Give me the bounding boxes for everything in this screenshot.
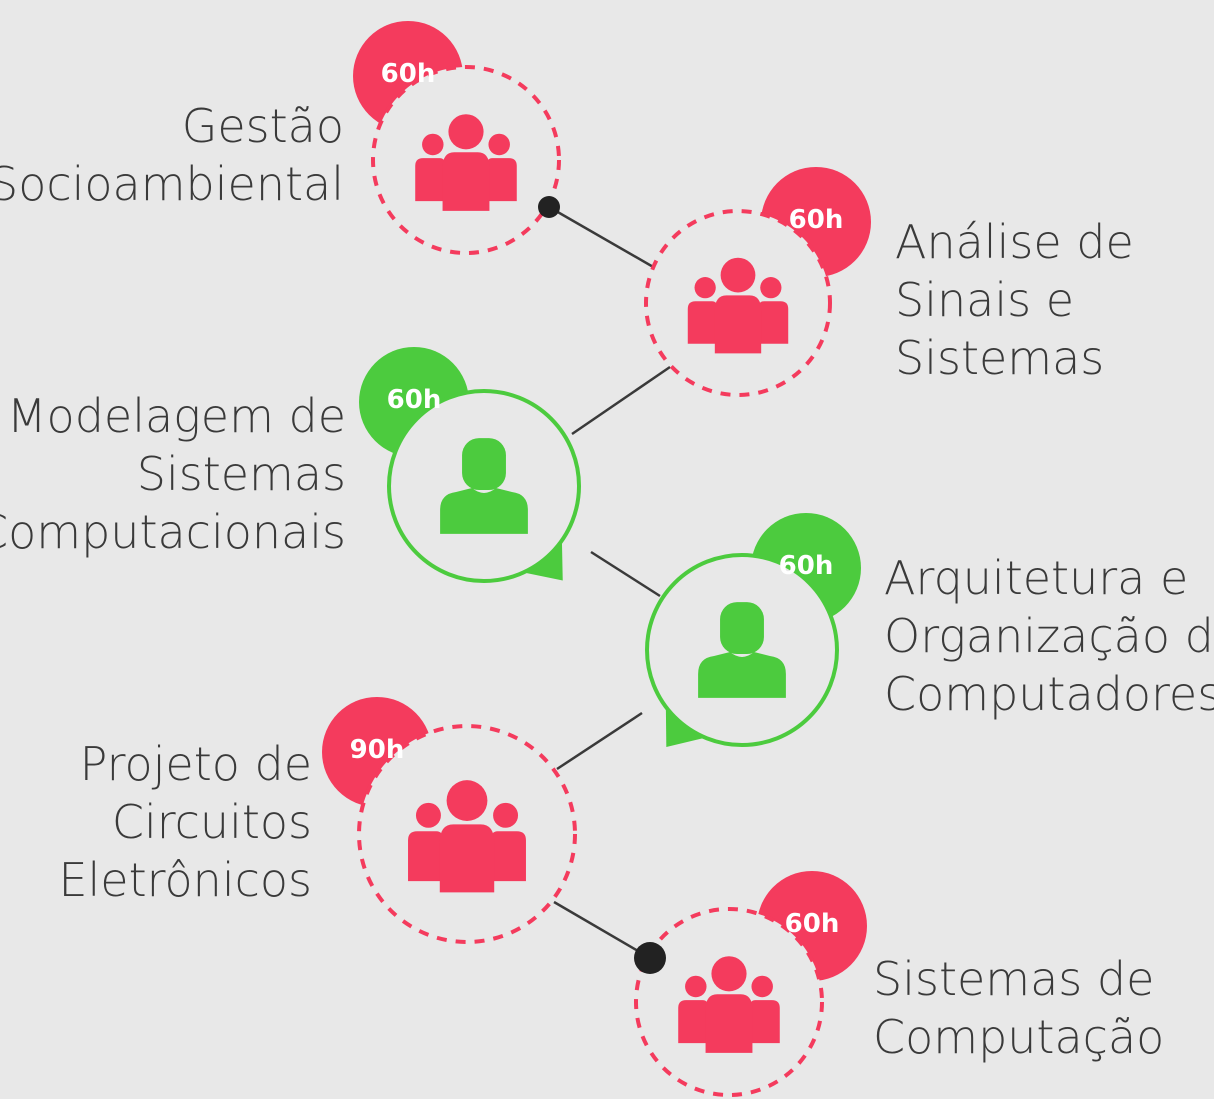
group-icon-body [687, 301, 718, 344]
label-line: Computacionais [0, 505, 346, 559]
timeline-node-projeto: 90h [322, 697, 577, 944]
label-line: Computadores [884, 667, 1214, 721]
label-line: Organização de [884, 609, 1214, 663]
connector-line [556, 711, 643, 771]
group-icon-body [490, 831, 526, 882]
node-label-gestao: Gestão Socioambiental [0, 97, 344, 213]
group-icon-head [493, 802, 519, 828]
label-line: Sistemas de [873, 952, 1155, 1006]
timeline-node-modelagem: 60h [359, 347, 581, 583]
group-icon-body [439, 824, 495, 893]
timeline-node-sistemas: 60h [634, 871, 867, 1097]
node-label-sistemas: Sistemas de Computação [873, 950, 1164, 1066]
group-icon [415, 114, 517, 211]
label-line: Arquitetura e [884, 551, 1189, 605]
group-icon [687, 257, 789, 354]
label-line: Circuitos [111, 795, 312, 849]
group-icon-body [714, 295, 762, 354]
connector-line [548, 205, 656, 270]
group-icon-body [678, 1000, 709, 1044]
group-icon-head [415, 802, 441, 828]
label-line: Sistemas [895, 331, 1105, 385]
group-icon-head [488, 133, 510, 156]
label-line: Gestão [181, 99, 344, 153]
node-label-analise: Análise de Sinais e Sistemas [895, 213, 1134, 387]
timeline-node-analise: 60h [644, 167, 871, 397]
group-icon-head [685, 975, 707, 998]
group-icon-body [486, 158, 517, 202]
node-label-projeto: Projeto de Circuitos Eletrônicos [58, 735, 312, 909]
group-icon-head [448, 114, 484, 150]
label-line: Eletrônicos [58, 853, 312, 907]
group-icon-head [446, 780, 488, 821]
group-icon-head [694, 277, 716, 299]
label-line: Computação [873, 1010, 1165, 1064]
label-line: Sinais e [895, 273, 1074, 327]
group-icon-body [749, 1000, 780, 1044]
hours-badge-text: 60h [381, 59, 436, 89]
person-icon-head [462, 438, 506, 490]
node-dashed-ring [644, 209, 832, 397]
connector-line [553, 900, 651, 960]
group-icon-body [705, 994, 753, 1053]
node-dashed-ring [634, 907, 824, 1097]
node-label-arquitetura: Arquitetura e Organização de Computadore… [884, 549, 1214, 723]
hours-badge-text: 60h [785, 909, 840, 939]
label-line: Modelagem de [6, 389, 346, 443]
person-icon-body [698, 652, 786, 698]
person-icon [698, 602, 786, 698]
timeline-end-dot [634, 942, 666, 974]
group-icon-head [422, 133, 444, 156]
hours-badge-text: 60h [779, 551, 834, 581]
connector-line [571, 365, 671, 436]
group-icon-head [751, 975, 773, 998]
person-icon-head [720, 602, 764, 654]
group-icon-body [408, 831, 444, 882]
group-icon [408, 780, 526, 893]
label-line: Projeto de [79, 737, 312, 791]
node-label-modelagem: Modelagem de Sistemas Computacionais [0, 387, 346, 561]
group-icon-head [760, 277, 782, 299]
label-line: Socioambiental [0, 157, 344, 211]
hours-badge-text: 90h [350, 735, 405, 765]
group-icon-body [442, 152, 490, 211]
connector-line [590, 550, 661, 598]
hours-badge-text: 60h [387, 385, 442, 415]
person-icon [440, 438, 528, 534]
node-dashed-ring [371, 65, 561, 255]
group-icon-body [758, 301, 789, 344]
person-icon-body [440, 488, 528, 534]
group-icon-body [415, 158, 446, 202]
label-line: Sistemas [136, 447, 346, 501]
group-icon-head [711, 956, 747, 992]
group-icon-head [720, 257, 756, 293]
hours-badge-text: 60h [789, 205, 844, 235]
node-dashed-ring [357, 724, 577, 944]
timeline-node-gestao: 60h [353, 21, 561, 255]
timeline-start-dot [538, 196, 560, 218]
group-icon [678, 956, 780, 1053]
timeline-node-arquitetura: 60h [645, 513, 861, 747]
label-line: Análise de [895, 215, 1134, 269]
